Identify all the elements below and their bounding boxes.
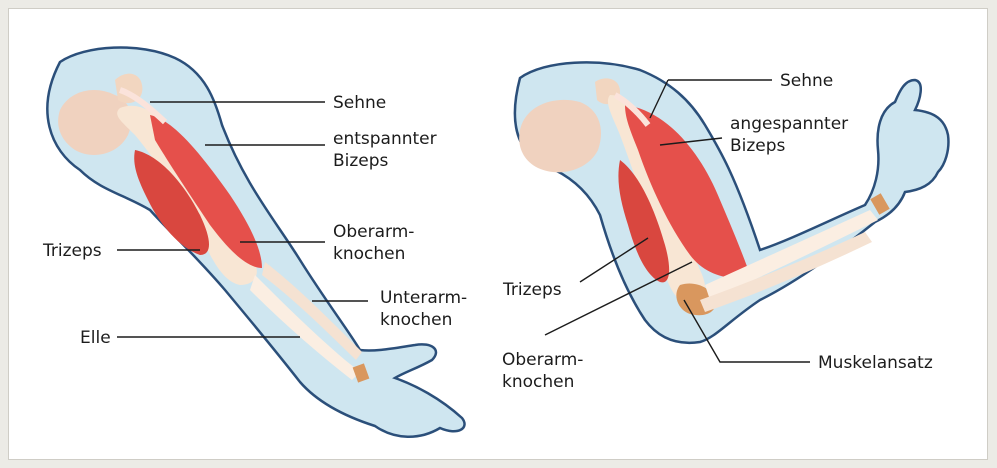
label-left-trizeps: Trizeps — [42, 241, 102, 261]
label-left-bizeps-2: Bizeps — [333, 151, 389, 171]
label-left-unterarm-2: knochen — [380, 310, 452, 330]
label-right-oberarm-1: Oberarm- — [502, 350, 583, 370]
label-left-oberarm-1: Oberarm- — [333, 222, 414, 242]
label-left-elle: Elle — [80, 328, 111, 348]
label-right-oberarm-2: knochen — [502, 372, 574, 392]
label-left-unterarm-1: Unterarm- — [380, 288, 467, 308]
label-right-trizeps: Trizeps — [502, 280, 562, 300]
label-left-sehne: Sehne — [333, 93, 386, 113]
label-right-muskelansatz: Muskelansatz — [818, 353, 933, 373]
label-right-bizeps-1: angespannter — [730, 114, 848, 134]
label-left-oberarm-2: knochen — [333, 244, 405, 264]
label-left-bizeps-1: entspannter — [333, 129, 437, 149]
label-right-bizeps-2: Bizeps — [730, 136, 786, 156]
label-right-sehne: Sehne — [780, 71, 833, 91]
right-arm — [515, 62, 949, 342]
